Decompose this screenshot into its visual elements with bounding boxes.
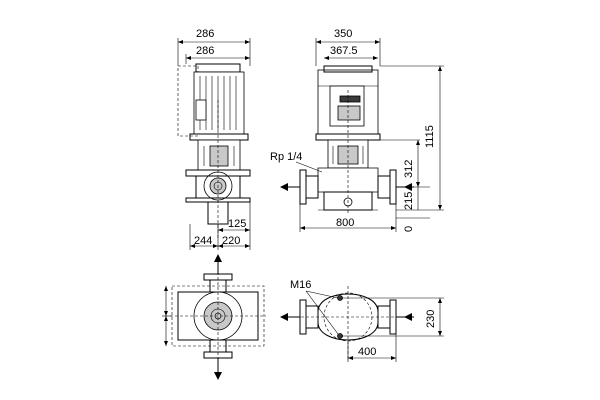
dim-side-top-outer: 350 [334, 28, 352, 40]
dim-overall-height: 1115 [424, 125, 436, 148]
dim-front-top-outer: 286 [196, 28, 214, 40]
side-view [280, 65, 414, 214]
dim-offset-125: 125 [228, 218, 246, 230]
label-bolt-thread: M16 [290, 279, 311, 291]
dim-depth-230: 230 [425, 310, 437, 328]
dim-width-400: 400 [358, 346, 376, 358]
dim-front-top-inner: 286 [196, 45, 214, 57]
dim-side-top-inner: 367.5 [330, 45, 358, 57]
dim-zero: 0 [403, 226, 415, 232]
side-dimensions: 350 367.5 1115 312 215 0 Rp 1/4 800 [270, 28, 444, 232]
dim-height-215: 215 [403, 192, 415, 210]
label-port-thread: Rp 1/4 [270, 151, 302, 163]
plan-view-right: M16 230 400 [280, 279, 444, 362]
dim-width-244: 244 [194, 235, 212, 247]
dim-width-220: 220 [222, 235, 240, 247]
plan-view-left [162, 254, 266, 380]
front-view [177, 63, 251, 238]
dim-width-800: 800 [336, 217, 354, 229]
front-dimensions: 286 286 244 220 125 [177, 28, 251, 250]
dim-height-312: 312 [403, 160, 415, 178]
